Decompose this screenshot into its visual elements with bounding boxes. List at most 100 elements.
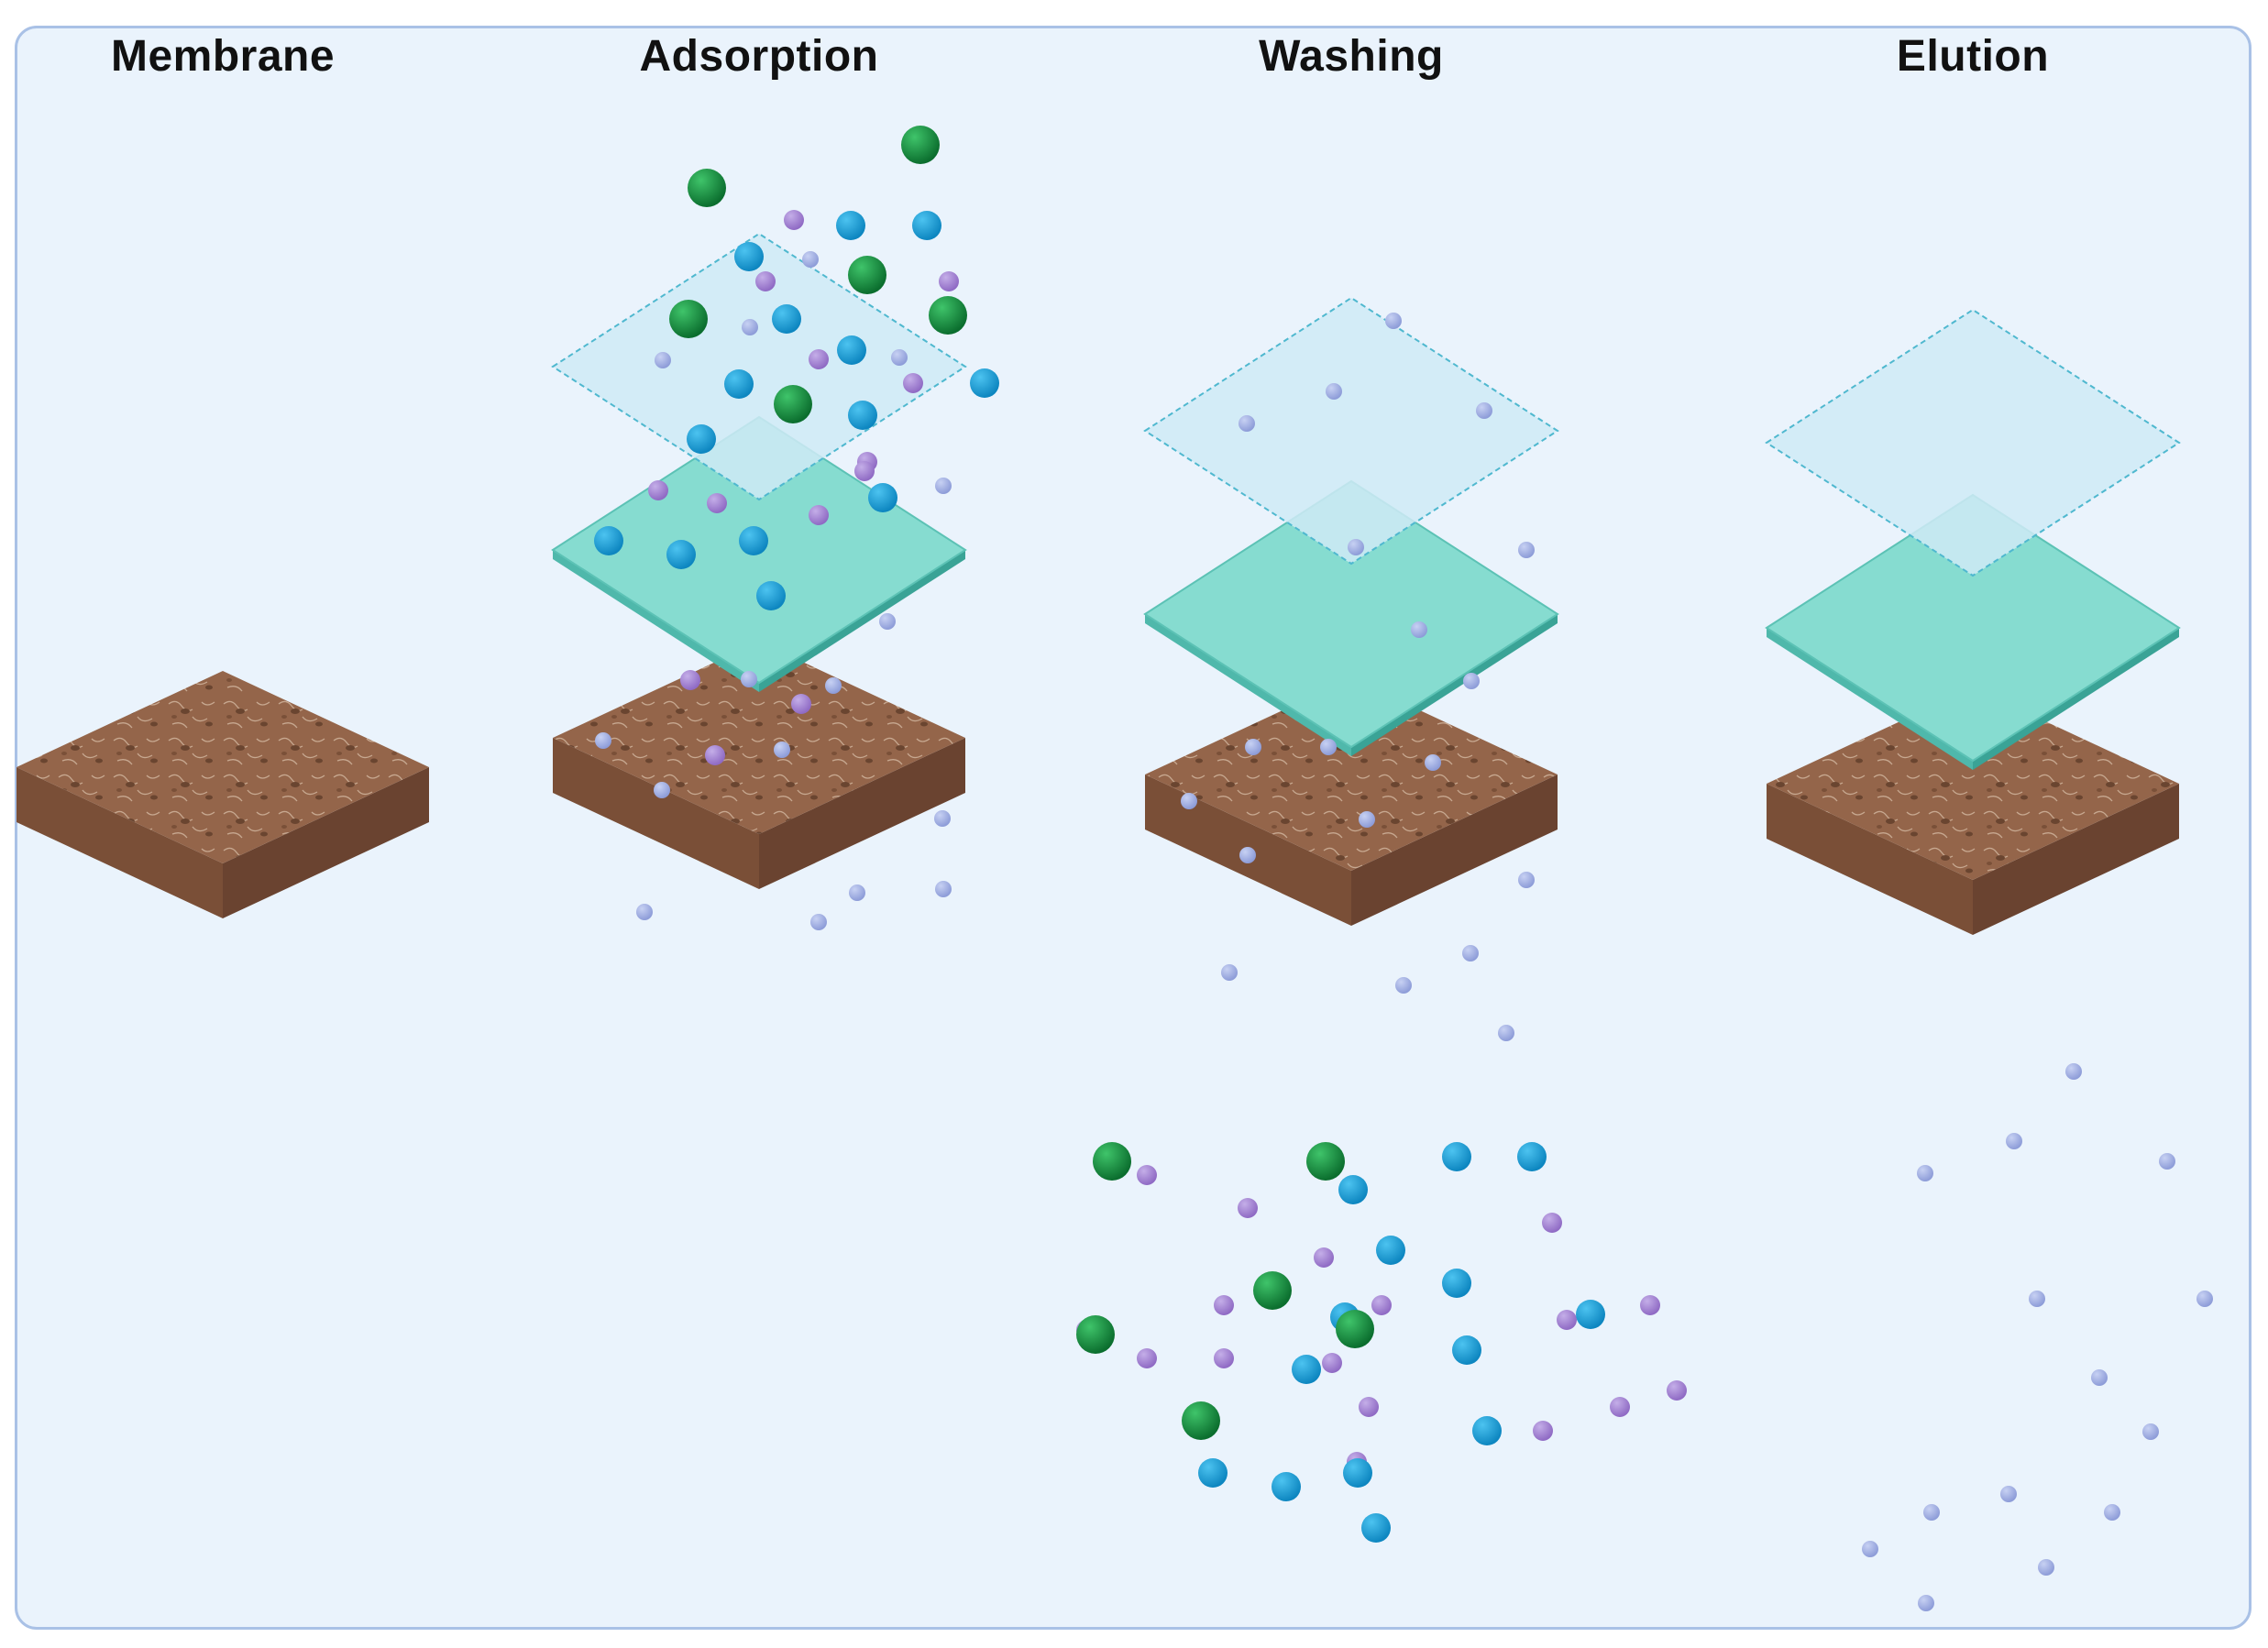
lavender-particle (2196, 1291, 2213, 1307)
lavender-particle (825, 677, 842, 694)
blue-particle (1338, 1175, 1368, 1204)
membrane-block-4 (1767, 687, 2179, 935)
lavender-particle (802, 251, 819, 268)
light-layer-top (551, 232, 967, 501)
membrane-left-face (553, 738, 759, 889)
blue-particle (1361, 1513, 1391, 1543)
teal-layer-4 (1765, 493, 2181, 770)
lavender-particle (2159, 1153, 2175, 1170)
lavender-particle (1239, 415, 1255, 432)
membrane-right-face (759, 738, 965, 889)
green-particle (669, 300, 708, 338)
lavender-particle (935, 881, 952, 897)
lavender-particle (934, 810, 951, 827)
blue-particle (1472, 1416, 1502, 1445)
green-particle (929, 296, 967, 335)
purple-particle (854, 461, 875, 481)
membrane-top-face (1767, 687, 2179, 880)
lavender-particle (891, 349, 908, 366)
green-particle (1306, 1142, 1345, 1181)
lavender-particle (935, 478, 952, 494)
blue-particle (1292, 1355, 1321, 1384)
lavender-particle (636, 904, 653, 920)
purple-particle (680, 670, 700, 690)
lavender-particle (2142, 1423, 2159, 1440)
teal-layer-edge-left (1145, 614, 1351, 756)
lavender-particle (1326, 383, 1342, 400)
membrane-top-face (17, 671, 429, 863)
light-layer-top (1143, 296, 1559, 566)
lavender-particle (595, 732, 611, 749)
blue-particle (724, 369, 754, 399)
lavender-particle (1518, 872, 1535, 888)
lavender-particle (2091, 1369, 2108, 1386)
lavender-particle (2006, 1133, 2022, 1149)
blue-particle (970, 368, 999, 398)
green-particle (901, 126, 940, 164)
blue-particle (772, 304, 801, 334)
blue-particle (1376, 1236, 1405, 1265)
green-particle (1182, 1401, 1220, 1440)
blue-particle (739, 526, 768, 555)
lavender-particle (1918, 1595, 1934, 1611)
green-particle (774, 385, 812, 423)
teal-layer-edge-right (1973, 628, 2179, 770)
stage-title-membrane: Membrane (110, 32, 336, 81)
membrane-left-face (1767, 784, 1973, 935)
lavender-particle (879, 613, 896, 630)
purple-particle (1542, 1213, 1562, 1233)
lavender-particle (1923, 1504, 1940, 1521)
blue-particle (868, 483, 897, 512)
purple-particle (809, 505, 829, 525)
lavender-particle (1518, 542, 1535, 558)
lavender-particle (1411, 621, 1427, 638)
purple-particle (1137, 1348, 1157, 1368)
blue-particle (1517, 1142, 1547, 1171)
light-layer-3 (1143, 296, 1559, 566)
blue-particle (594, 526, 623, 555)
teal-layer-top (1765, 493, 2181, 763)
purple-particle (1359, 1397, 1379, 1417)
green-particle (1076, 1315, 1115, 1354)
purple-particle (1640, 1295, 1660, 1315)
purple-particle (1371, 1295, 1392, 1315)
lavender-particle (2104, 1504, 2120, 1521)
lavender-particle (1359, 811, 1375, 828)
light-layer-4 (1765, 308, 2181, 577)
purple-particle (755, 271, 776, 291)
blue-particle (1198, 1458, 1228, 1488)
lavender-particle (1395, 977, 1412, 994)
lavender-particle (654, 782, 670, 798)
purple-particle (1214, 1295, 1234, 1315)
blue-particle (848, 401, 877, 430)
purple-particle (705, 745, 725, 765)
green-particle (848, 256, 886, 294)
lavender-particle (2029, 1291, 2045, 1307)
particles (594, 126, 2213, 1611)
green-particle (1253, 1271, 1292, 1310)
lavender-particle (1239, 847, 1256, 863)
green-particle (688, 169, 726, 207)
teal-layer-edge-right (1351, 614, 1558, 756)
teal-layer-edge-right (759, 550, 965, 692)
membrane-left-face (17, 767, 223, 918)
purple-particle (707, 493, 727, 513)
lavender-particle (1917, 1165, 1933, 1181)
membrane-and-layers (17, 232, 2181, 935)
teal-layer-edge-left (1767, 628, 1973, 770)
blue-particle (734, 242, 764, 271)
blue-particle (1442, 1142, 1471, 1171)
purple-particle (1667, 1380, 1687, 1401)
lavender-particle (1498, 1025, 1514, 1041)
lavender-particle (742, 319, 758, 335)
lavender-particle (1476, 402, 1492, 419)
teal-layer-3 (1143, 479, 1559, 756)
purple-particle (1238, 1198, 1258, 1218)
blue-particle (1576, 1300, 1605, 1329)
lavender-particle (1348, 539, 1364, 555)
blue-particle (1272, 1472, 1301, 1501)
blue-particle (666, 540, 696, 569)
stage-title-washing: Washing (1259, 32, 1444, 81)
green-particle (1336, 1310, 1374, 1348)
